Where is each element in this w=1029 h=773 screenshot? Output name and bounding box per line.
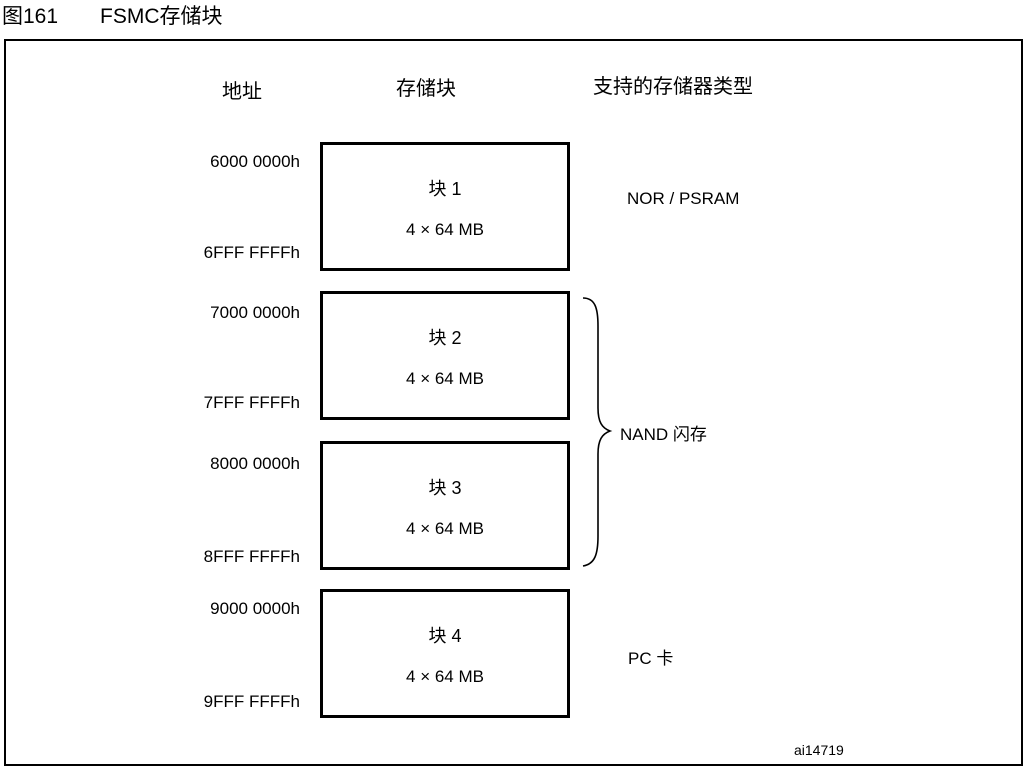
address-column-header: 地址 xyxy=(222,81,262,103)
bank4-name: 块 4 xyxy=(428,626,462,646)
bank3-block: 块 3 4 × 64 MB xyxy=(320,441,570,570)
figure-number: 图161 xyxy=(2,5,59,28)
bank3-name: 块 3 xyxy=(428,478,462,498)
bank2-block: 块 2 4 × 64 MB xyxy=(320,291,570,420)
curly-brace-icon xyxy=(582,297,613,567)
bank3-start-address: 8000 0000h xyxy=(210,454,300,473)
bank2-size: 4 × 64 MB xyxy=(406,369,484,388)
memory-type-nand-flash: NAND 闪存 xyxy=(620,425,707,444)
bank1-end-address: 6FFF FFFFh xyxy=(203,243,300,262)
bank-column-header: 存储块 xyxy=(396,78,456,100)
memory-type-nor-psram: NOR / PSRAM xyxy=(627,189,740,208)
memory-type-pc-card: PC 卡 xyxy=(628,649,674,668)
bank2-end-address: 7FFF FFFFh xyxy=(203,393,300,412)
bank4-start-address: 9000 0000h xyxy=(210,599,300,618)
memory-type-column-header: 支持的存储器类型 xyxy=(593,76,753,98)
bank4-end-address: 9FFF FFFFh xyxy=(203,692,300,711)
figure-caption: 图161 FSMC存储块 xyxy=(2,2,223,32)
diagram-id-label: ai14719 xyxy=(794,742,844,758)
bank3-size: 4 × 64 MB xyxy=(406,519,484,538)
bank1-name: 块 1 xyxy=(428,179,462,199)
bank3-end-address: 8FFF FFFFh xyxy=(203,547,300,566)
bank2-name: 块 2 xyxy=(428,328,462,348)
bank1-size: 4 × 64 MB xyxy=(406,220,484,239)
diagram-frame xyxy=(4,39,1023,766)
figure-title: FSMC存储块 xyxy=(100,5,223,28)
bank4-size: 4 × 64 MB xyxy=(406,667,484,686)
bank1-block: 块 1 4 × 64 MB xyxy=(320,142,570,271)
bank1-start-address: 6000 0000h xyxy=(210,152,300,171)
bank4-block: 块 4 4 × 64 MB xyxy=(320,589,570,718)
bank2-start-address: 7000 0000h xyxy=(210,303,300,322)
